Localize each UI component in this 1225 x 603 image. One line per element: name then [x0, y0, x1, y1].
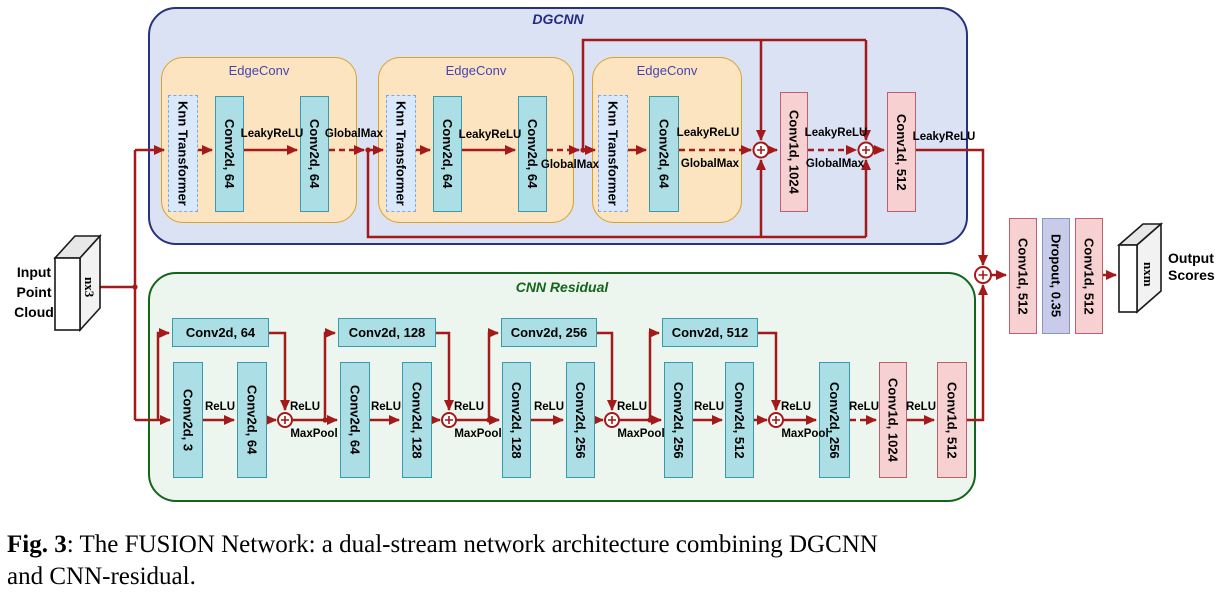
cnn-conv2d-256-box-a: Conv2d, 256 [566, 362, 595, 478]
cnn-conv2d-128-box-a: Conv2d, 128 [402, 362, 432, 478]
dgcnn-skip-connections [366, 38, 871, 239]
output-cube [1116, 222, 1164, 314]
knn-transformer-box-3: Knn Transformer [598, 95, 628, 212]
label-leakyrelu-mid: LeakyReLU [804, 127, 868, 139]
label-relu-sum3: ReLU [616, 401, 648, 413]
cnn-conv2d-256-box-b: Conv2d, 256 [664, 362, 693, 478]
caption-line1: : The FUSION Network: a dual-stream netw… [66, 531, 878, 558]
label-globalmax-mid: GlobalMax [805, 158, 865, 170]
label-maxpool-3: MaxPool [617, 428, 665, 440]
label-leakyrelu-ec3: LeakyReLU [676, 127, 740, 139]
label-relu-sum1: ReLU [289, 401, 321, 413]
cnn-skip-connections [269, 328, 781, 420]
cnn-skip-conv2d-256-box: Conv2d, 256 [501, 318, 597, 347]
label-maxpool-4: MaxPool [781, 428, 829, 440]
label-relu-b3: ReLU [533, 401, 565, 413]
cnn-conv2d-512-box: Conv2d, 512 [725, 362, 754, 478]
cnn-skip-conv2d-64-box: Conv2d, 64 [172, 318, 269, 347]
edgeconv2-title: EdgeConv [445, 63, 507, 78]
input-cube [53, 233, 102, 333]
label-maxpool-1: MaxPool [290, 428, 338, 440]
label-relu-sum2: ReLU [453, 401, 485, 413]
edgeconv1-title: EdgeConv [228, 63, 290, 78]
head-conv1d-512-box-b: Conv1d, 512 [1075, 218, 1103, 334]
conv2d-64-box-ec3: Conv2d, 64 [649, 96, 679, 212]
label-relu-b2: ReLU [370, 401, 402, 413]
cnn-skip-conv2d-512-box: Conv2d, 512 [662, 318, 758, 347]
cnn-conv2d-64-box-b: Conv2d, 64 [340, 362, 370, 478]
junction-dots [132, 147, 653, 423]
input-tensor-label: nx3 [82, 276, 97, 298]
cnn-conv2d-64-box-a: Conv2d, 64 [237, 362, 267, 478]
conv2d-64-box-ec1a: Conv2d, 64 [215, 96, 244, 212]
label-globalmax-ec1: GlobalMax [324, 128, 384, 140]
label-leakyrelu-ec1: LeakyReLU [240, 128, 304, 140]
dgcnn-title: DGCNN [532, 11, 584, 27]
conv2d-64-box-ec2a: Conv2d, 64 [433, 96, 462, 212]
head-conv1d-512-box-a: Conv1d, 512 [1009, 218, 1037, 334]
output-tensor-label: nxm [1141, 261, 1156, 287]
output-label: Output Scores [1168, 250, 1215, 283]
label-globalmax-ec2: GlobalMax [540, 159, 600, 171]
caption-fig-number: Fig. 3 [7, 531, 67, 558]
label-leakyrelu-ec2: LeakyReLU [458, 129, 522, 141]
cnn-main-flow [203, 284, 988, 425]
conv2d-64-box-ec1b: Conv2d, 64 [300, 96, 329, 212]
dgcnn-conv1d-1024-box: Conv1d, 1024 [780, 92, 808, 212]
sum-node-cnn-4 [768, 412, 784, 428]
sum-node-cnn-2 [441, 412, 457, 428]
knn-transformer-box-2: Knn Transformer [386, 95, 416, 212]
dgcnn-conv1d-512-box: Conv1d, 512 [887, 92, 916, 212]
edgeconv3-title: EdgeConv [636, 63, 698, 78]
cnn-conv2d-128-box-b: Conv2d, 128 [502, 362, 531, 478]
cnn-title: CNN Residual [515, 279, 609, 295]
caption-line2: and CNN-residual. [7, 563, 196, 590]
label-maxpool-2: MaxPool [454, 428, 502, 440]
label-relu-b1: ReLU [204, 401, 236, 413]
cnn-skip-conv2d-128-box: Conv2d, 128 [338, 318, 436, 347]
label-relu-sum4: ReLU [780, 401, 812, 413]
sum-node-cnn-3 [604, 412, 620, 428]
sum-node-dgcnn-2 [857, 141, 875, 159]
input-label: Input Point Cloud [14, 264, 54, 320]
cnn-tail-conv2d-256-box: Conv2d, 256 [819, 362, 850, 478]
cnn-tail-conv1d-512-box: Conv1d, 512 [937, 362, 967, 478]
figure-caption: Fig. 3: The FUSION Network: a dual-strea… [7, 529, 1107, 593]
cnn-tail-conv1d-1024-box: Conv1d, 1024 [879, 362, 907, 478]
knn-transformer-box-1: Knn Transformer [168, 95, 198, 212]
head-dropout-box: Dropout, 0.35 [1042, 218, 1070, 334]
label-globalmax-ec3: GlobalMax [680, 158, 740, 170]
label-relu-tail2: ReLU [905, 401, 937, 413]
sum-nodes [277, 141, 992, 428]
sum-node-cnn-1 [277, 412, 293, 428]
dgcnn-main-flow [198, 145, 988, 266]
conv2d-64-box-ec2b: Conv2d, 64 [518, 96, 547, 212]
label-leakyrelu-out: LeakyReLU [912, 131, 976, 143]
label-relu-tail1: ReLU [848, 401, 880, 413]
sum-node-dgcnn-1 [752, 141, 770, 159]
sum-node-merge [974, 266, 992, 284]
cnn-conv2d-3-box: Conv2d, 3 [173, 362, 203, 478]
label-relu-b4: ReLU [693, 401, 725, 413]
